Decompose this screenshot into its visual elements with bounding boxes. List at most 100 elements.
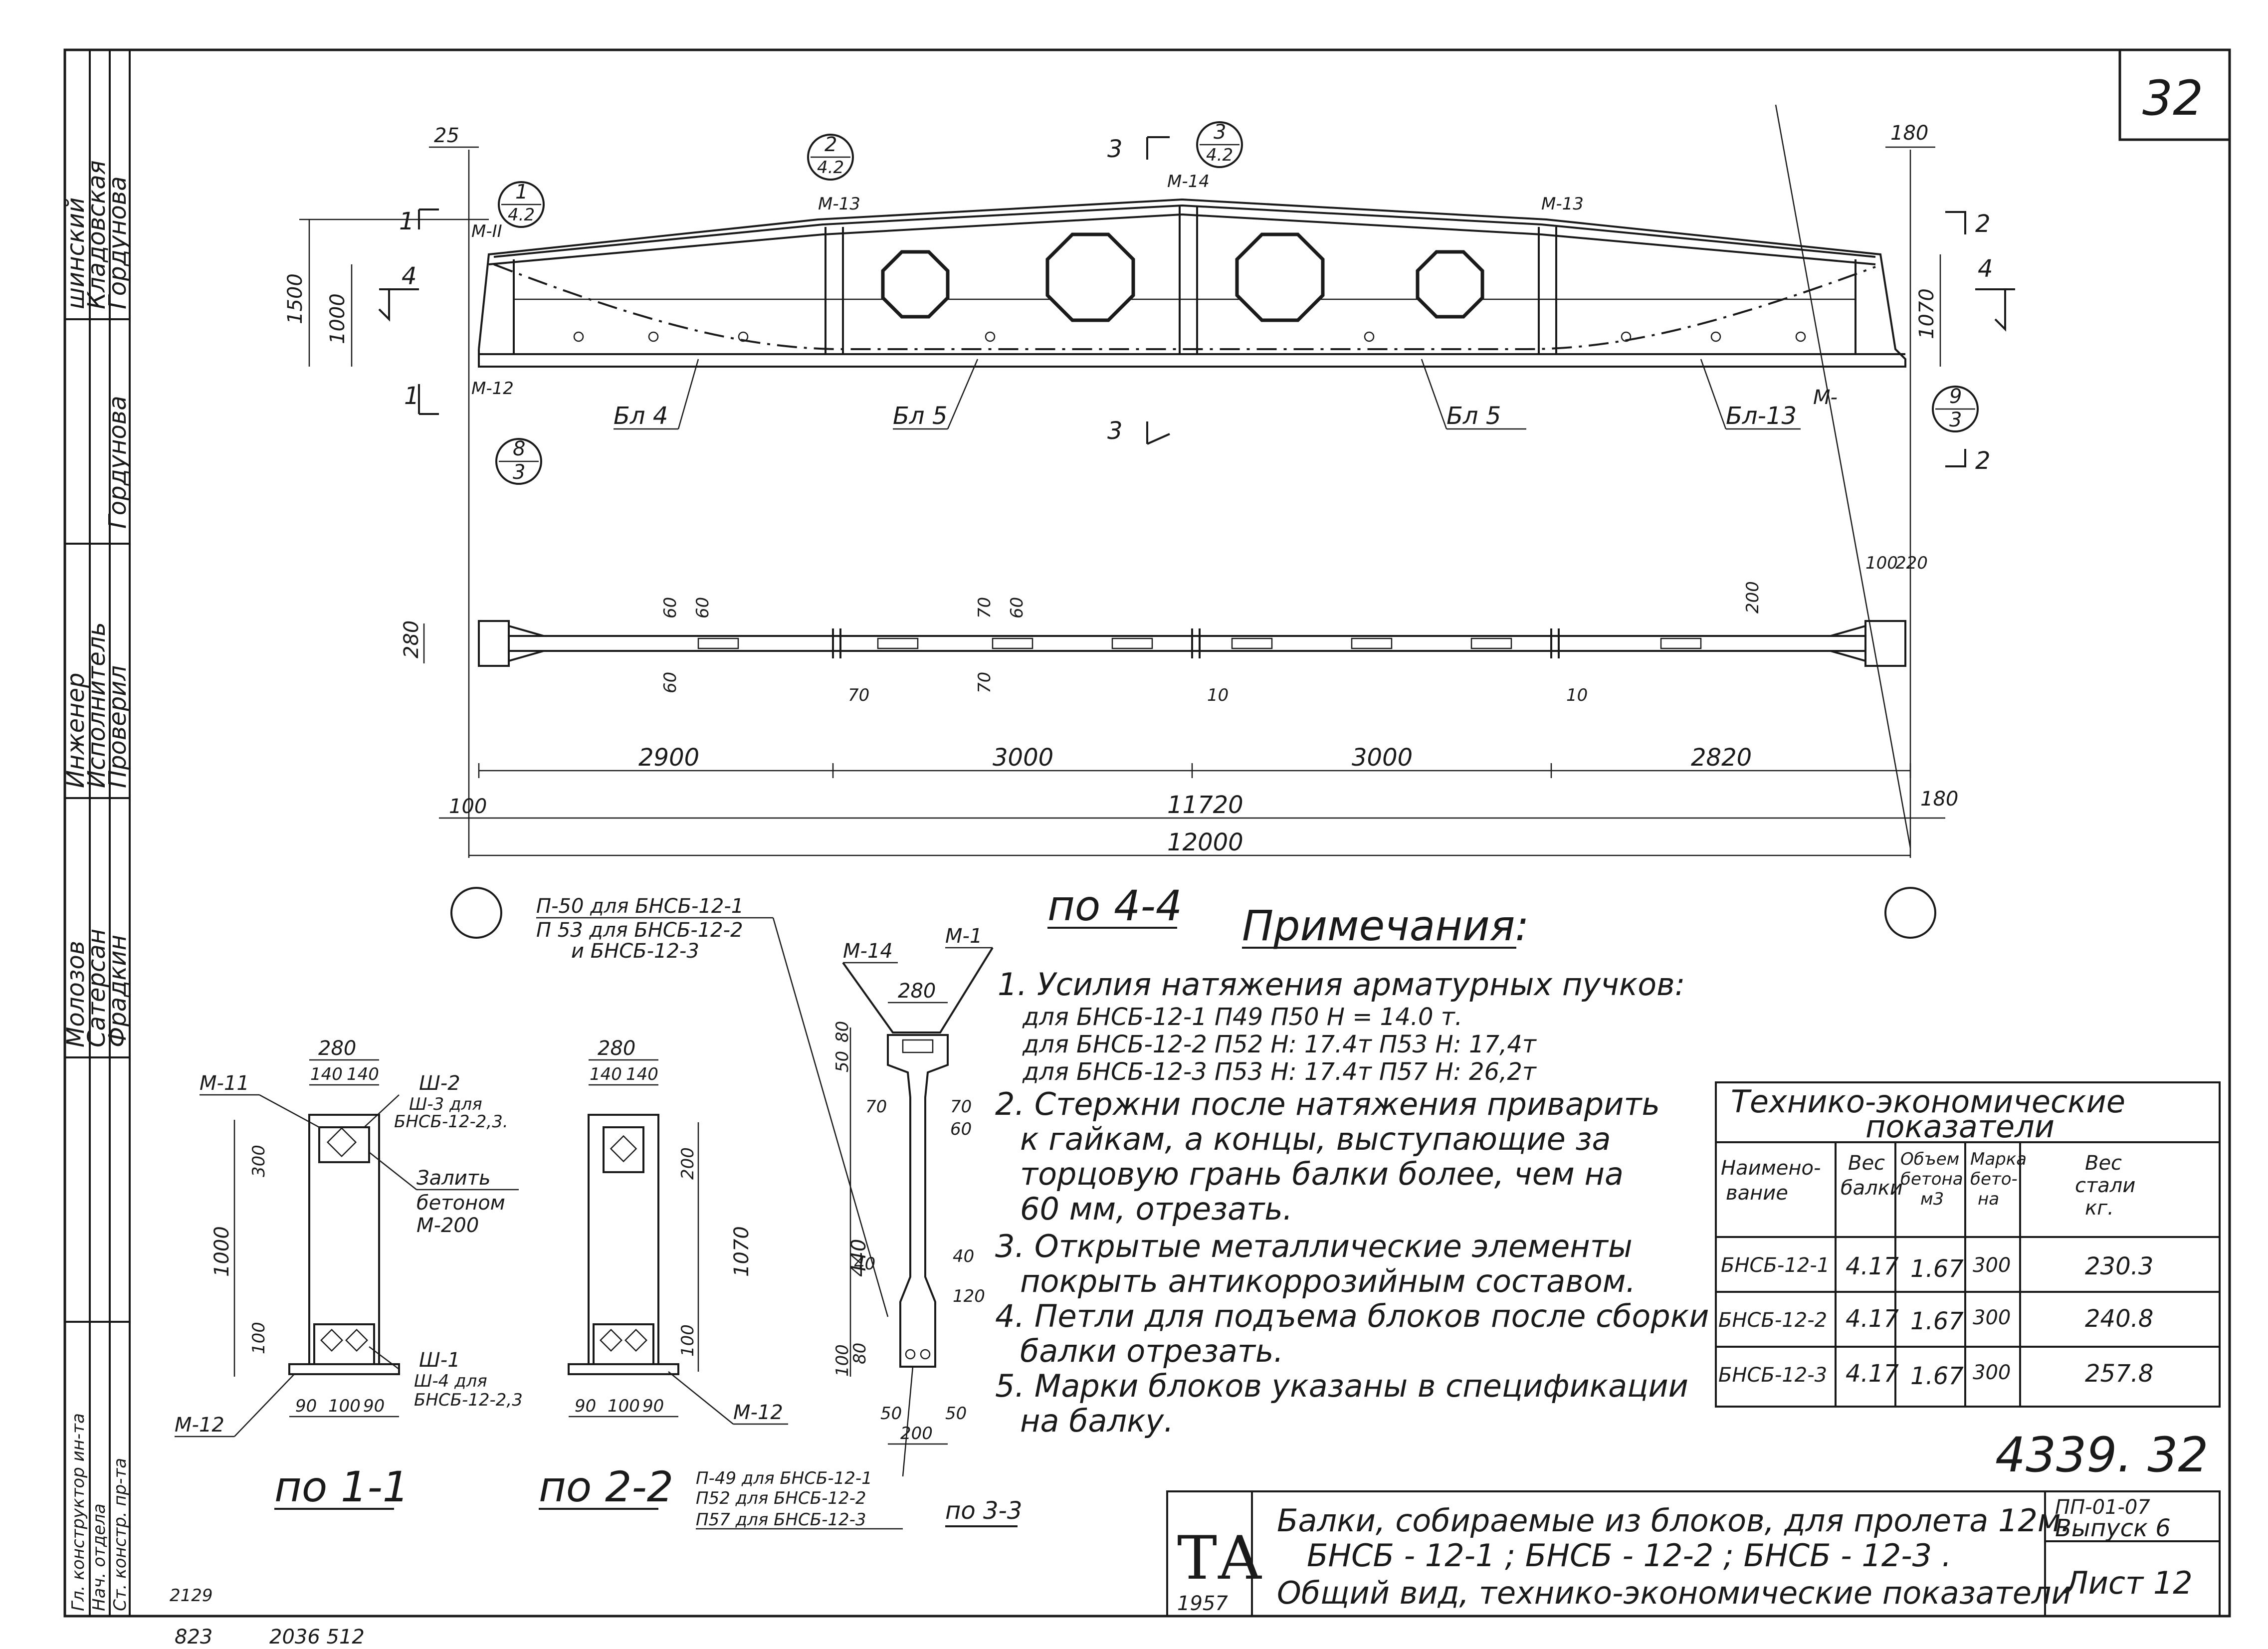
section-4-right: 4 <box>1978 255 1993 283</box>
s11-dim-90a: 90 <box>295 1396 317 1416</box>
section-4-left: 4 <box>402 262 417 290</box>
plan-dim-10b: 10 <box>1566 685 1588 705</box>
s22-dim-100: 100 <box>678 1324 698 1357</box>
plan-dim-60d: 60 <box>1007 597 1027 618</box>
title-logo: ТА <box>1177 1524 1262 1593</box>
plan-dim-70b: 70 <box>975 672 995 693</box>
s22-dim-90b: 90 <box>642 1396 664 1416</box>
block-label-bl13: Бл-13 <box>1726 402 1797 430</box>
svg-text:3: 3 <box>513 461 525 484</box>
s11-mark-m11: М-11 <box>200 1072 249 1095</box>
table-title-1: Технико-экономические <box>1731 1083 2125 1120</box>
note-line-5: 2. Стержни после натяжения приварить <box>995 1086 1660 1122</box>
dim-1500: 1500 <box>284 273 307 324</box>
s33-dim-80b: 80 <box>850 1343 870 1364</box>
th-grade-1: Марка <box>1970 1149 2027 1169</box>
s22-dim-90a: 90 <box>575 1396 596 1416</box>
s33-dim-60: 60 <box>950 1119 972 1139</box>
svg-text:4.17: 4.17 <box>1846 1360 1899 1388</box>
title-line-1: Балки, собираемые из блоков, для пролета… <box>1277 1502 2070 1539</box>
s11-fill-note-2: бетоном <box>416 1192 505 1215</box>
s11-dim-300: 300 <box>249 1145 269 1177</box>
title-sheet: Лист 12 <box>2064 1565 2193 1601</box>
total-11720: 11720 <box>1167 791 1243 819</box>
th-grade-2: бето- <box>1970 1169 2018 1189</box>
svg-text:4.2: 4.2 <box>817 158 844 178</box>
strip-role-bottom-1: Гл. конструктор ин-та <box>68 1413 88 1611</box>
plan-caption: по 4-4 <box>1047 881 1182 930</box>
span-3000-a: 3000 <box>993 744 1053 772</box>
svg-text:1: 1 <box>515 181 528 204</box>
title-line-3: Общий вид, технико-экономические показат… <box>1277 1575 2071 1611</box>
th-steel-3: кг. <box>2085 1197 2114 1220</box>
strip-role-mid-1: Инженер <box>62 673 90 788</box>
note-line-10: покрыть антикоррозийным составом. <box>1020 1263 1636 1299</box>
s22-dim-200: 200 <box>678 1147 698 1180</box>
s33-bottom-note-3: П57 для БНСБ-12-3 <box>696 1510 866 1530</box>
callout-3-4-2: 3 4.2 <box>1196 121 1243 168</box>
opening-4 <box>1416 250 1484 319</box>
strip-signature-note: Гордунова <box>104 396 132 529</box>
s22-caption: по 2-2 <box>539 1462 673 1511</box>
opening-2 <box>1045 232 1135 322</box>
callout-9-3: 9 3 <box>1932 385 1979 432</box>
s33-dim-50-bl: 50 <box>880 1404 902 1424</box>
svg-text:БНСБ-12-1: БНСБ-12-1 <box>1721 1254 1830 1277</box>
strip-role-top-1: шинский <box>62 198 90 309</box>
note-line-7: торцовую грань балки более, чем на <box>1020 1156 1624 1192</box>
s33-dim-280: 280 <box>898 980 936 1003</box>
s33-dim-40b: 40 <box>953 1246 974 1266</box>
left-stamp-strip: шинский Кладовская Гордунова Гордунова И… <box>62 50 132 1616</box>
notes: Примечания: 1. Усилия натяжения арматурн… <box>995 901 1709 1439</box>
strip-role-mid-2: Исполнитель <box>83 622 111 788</box>
strip-name-1: Молозов <box>62 941 90 1047</box>
th-weight-2: балки <box>1841 1177 1903 1200</box>
table-title-2: показатели <box>1865 1108 2055 1145</box>
svg-text:8: 8 <box>513 437 525 460</box>
svg-text:300: 300 <box>1973 1361 2011 1384</box>
svg-text:БНСБ-12-3: БНСБ-12-3 <box>1718 1364 1827 1387</box>
svg-text:4.17: 4.17 <box>1846 1252 1899 1280</box>
note-line-2: для БНСБ-12-1 П49 П50 Н = 14.0 т. <box>1022 1003 1462 1031</box>
svg-text:1.67: 1.67 <box>1910 1307 1964 1335</box>
tendon-curve <box>493 263 1876 350</box>
title-issue: Выпуск 6 <box>2055 1514 2171 1542</box>
s33-dim-120: 120 <box>953 1286 985 1306</box>
span-2900: 2900 <box>638 744 699 772</box>
s33-dim-440: 440 <box>847 1239 870 1277</box>
s33-bar-note-3: и БНСБ-12-3 <box>571 940 699 963</box>
section-2-top: 2 <box>1975 210 1991 238</box>
s11-caption: по 1-1 <box>274 1462 409 1511</box>
svg-text:4.2: 4.2 <box>508 205 535 225</box>
plan-dim-220: 220 <box>1895 553 1928 573</box>
title-year: 1957 <box>1177 1592 1228 1615</box>
table-row: БНСБ-12-2 4.17 1.67 300 240.8 <box>1718 1305 2153 1335</box>
svg-text:240.8: 240.8 <box>2085 1305 2153 1333</box>
plan-dim-10a: 10 <box>1207 685 1229 705</box>
s22-dim-140a: 140 <box>590 1064 622 1084</box>
plan-dim-70a: 70 <box>975 597 995 618</box>
note-line-14: на балку. <box>1020 1403 1174 1439</box>
plan-dim-200: 200 <box>1743 581 1763 614</box>
s11-mark-sh3: Ш-3 для <box>409 1094 482 1114</box>
s11-mark-sh3-note: БНСБ-12-2,3. <box>394 1112 508 1132</box>
margin-note-2: 2036 512 <box>269 1626 365 1649</box>
dim-1000: 1000 <box>326 293 349 344</box>
s33-mark-m14: М-14 <box>843 940 893 963</box>
s11-mark-sh2: Ш-2 <box>419 1072 460 1095</box>
s33-dim-50-br: 50 <box>945 1404 967 1424</box>
th-volume-2: бетона <box>1900 1169 1963 1189</box>
s33-dim-70-right: 70 <box>950 1097 972 1117</box>
opening-1 <box>881 250 950 319</box>
note-line-11: 4. Петли для подъема блоков после сборки <box>995 1298 1709 1334</box>
s33-mark-m1: М-1 <box>945 925 982 948</box>
note-line-13: 5. Марки блоков указаны в спецификации <box>995 1368 1688 1404</box>
block-label-bl5-left: Бл 5 <box>893 402 947 430</box>
svg-text:300: 300 <box>1973 1306 2011 1329</box>
s22-dim-140b: 140 <box>626 1064 658 1084</box>
section-1-top: 1 <box>399 207 414 235</box>
s11-fill-note-3: М-200 <box>416 1214 479 1237</box>
plan-dim-60b: 60 <box>693 597 713 618</box>
plan-dim-70c: 70 <box>848 685 869 705</box>
s22-dim-280: 280 <box>598 1037 635 1060</box>
